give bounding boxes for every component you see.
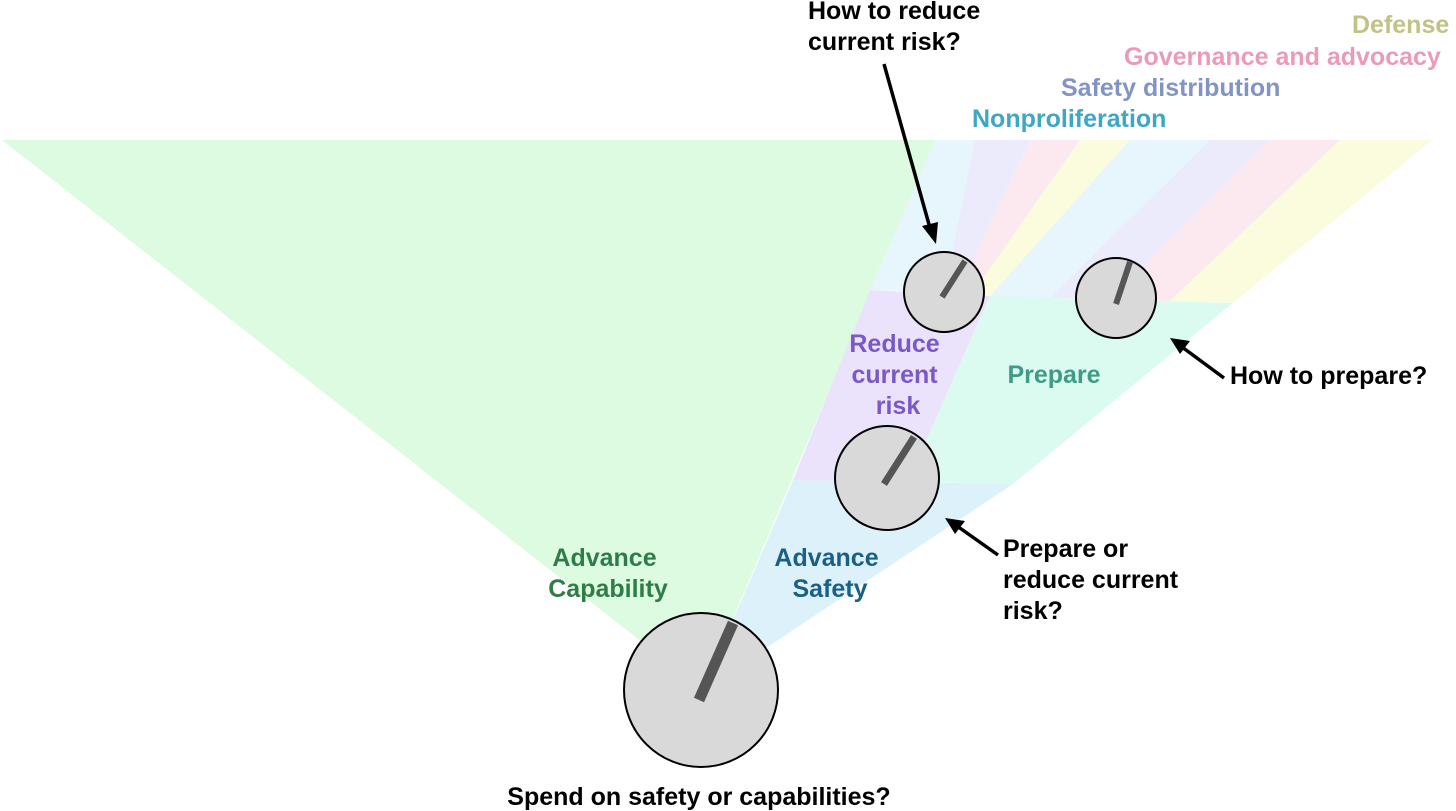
- prepare-region: [908, 296, 1233, 484]
- governance-label: Governance and advocacy: [1124, 43, 1441, 71]
- spend-question: Spend on safety or capabilities?: [507, 783, 890, 811]
- prepare-or-reduce-arrow: [945, 518, 1000, 557]
- prepare-or-reduce-question: Prepare or reduce current risk?: [1003, 535, 1185, 625]
- reduce-current-risk-label: Reduce current risk: [849, 330, 946, 420]
- knob-pointer: [693, 620, 739, 703]
- how-prepare-question: How to prepare?: [1230, 362, 1427, 390]
- advance-capability-region: [2, 140, 935, 690]
- knob-pointer: [881, 435, 917, 486]
- reduce-current-risk-region: [793, 290, 990, 482]
- knob-pointer: [939, 259, 968, 299]
- advance-safety-region: [703, 480, 1013, 690]
- how-reduce-question: How to reduce current risk?: [808, 0, 987, 56]
- governance-band-right: [1110, 140, 1340, 301]
- knob-pointer: [1113, 261, 1133, 305]
- defense-band-right: [1170, 140, 1432, 303]
- governance-band-left: [957, 140, 1080, 294]
- prepare-label: Prepare: [1007, 361, 1100, 389]
- safety-distribution-label: Safety distribution: [1061, 74, 1280, 102]
- spend-knob[interactable]: [623, 612, 779, 768]
- safety-distribution-band-left: [944, 140, 1030, 293]
- defense-band-left: [972, 140, 1130, 296]
- nonproliferation-band-right: [990, 140, 1210, 298]
- prepare-or-reduce-knob[interactable]: [834, 425, 940, 531]
- how-reduce-arrow: [882, 63, 938, 244]
- defense-label: Defense: [1352, 11, 1449, 39]
- advance-capability-label: Advance Capability: [548, 544, 668, 603]
- how-prepare-arrow: [1170, 338, 1226, 380]
- how-prepare-knob[interactable]: [1075, 257, 1157, 339]
- nonproliferation-label: Nonproliferation: [972, 105, 1166, 133]
- advance-safety-label: Advance Safety: [774, 544, 885, 603]
- how-reduce-knob[interactable]: [903, 251, 985, 333]
